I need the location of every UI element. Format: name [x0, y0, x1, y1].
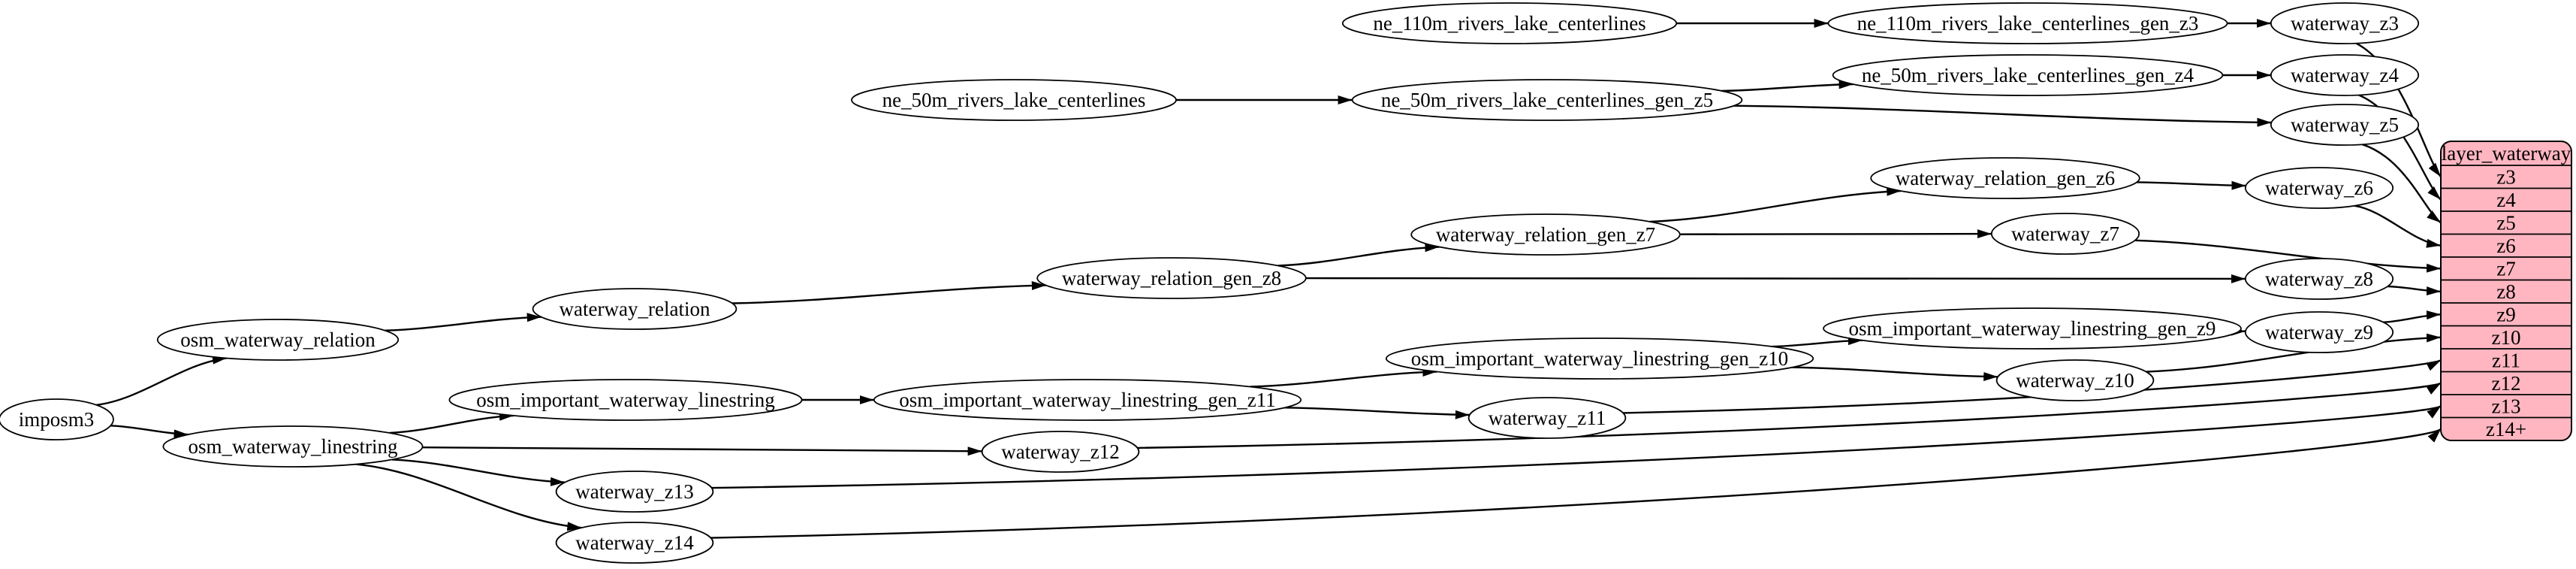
edge-waterway_relation-to-waterway_relation_gen_z8: [732, 286, 1046, 304]
node-label-osm_waterway_relation: osm_waterway_relation: [180, 328, 376, 351]
node-waterway_relation: waterway_relation: [533, 289, 737, 329]
node-label-imposm3: imposm3: [19, 408, 95, 431]
nodes: imposm3 osm_waterway_relation osm_waterway…: [0, 3, 2418, 563]
node-waterway_z9: waterway_z9: [2246, 312, 2393, 353]
node-label-osm_important_waterway_linestring_gen_z11: osm_important_waterway_linestring_gen_z1…: [899, 389, 1275, 411]
edge-osm_waterway_linestring-to-waterway_z14: [356, 465, 581, 528]
node-label-ne_50m_rivers_lake_centerlines: ne_50m_rivers_lake_centerlines: [882, 89, 1146, 111]
node-label-waterway_z4: waterway_z4: [2291, 64, 2399, 86]
node-waterway_z8: waterway_z8: [2246, 259, 2393, 299]
edge-imposm3-to-osm_waterway_relation: [96, 358, 227, 404]
node-waterway_z10: waterway_z10: [1997, 360, 2154, 401]
record-row-z13: z13: [2492, 395, 2521, 417]
node-osm_waterway_relation: osm_waterway_relation: [158, 319, 398, 360]
record-row-z11: z11: [2492, 349, 2520, 371]
node-waterway_z5: waterway_z5: [2271, 104, 2418, 145]
node-waterway_z7: waterway_z7: [1992, 213, 2139, 254]
edge-imposm3-to-osm_waterway_linestring: [110, 425, 188, 434]
node-label-ne_50m_rivers_lake_centerlines_gen_z4: ne_50m_rivers_lake_centerlines_gen_z4: [1862, 64, 2194, 86]
node-label-waterway_z3: waterway_z3: [2291, 12, 2399, 35]
node-label-waterway_relation_gen_z7: waterway_relation_gen_z7: [1436, 223, 1655, 246]
node-label-waterway_z12: waterway_z12: [1001, 440, 1119, 463]
node-label-waterway_z5: waterway_z5: [2291, 113, 2399, 136]
node-label-waterway_z13: waterway_z13: [575, 480, 693, 503]
edge-osm_important_waterway_linestring_gen_z11-to-osm_important_waterway_linestring_gen_z10: [1250, 372, 1437, 387]
edge-waterway_z6-to-layer_waterway.z6: [2354, 206, 2441, 246]
record-node-layer_waterway: layer_waterwayz3z4z5z6z7z8z9z10z11z12z13…: [2441, 141, 2571, 440]
node-ne_110m_rivers_lake_centerlines_gen_z3: ne_110m_rivers_lake_centerlines_gen_z3: [1828, 3, 2227, 44]
edge-ne_50m_rivers_lake_centerlines_gen_z5-to-ne_50m_rivers_lake_centerlines_gen_z4: [1721, 84, 1853, 91]
edge-waterway_z9-to-layer_waterway.z9: [2383, 314, 2441, 322]
node-waterway_z11: waterway_z11: [1469, 398, 1626, 438]
edge-osm_waterway_linestring-to-waterway_z12: [422, 447, 982, 451]
node-label-waterway_z9: waterway_z9: [2265, 321, 2373, 344]
node-label-osm_important_waterway_linestring: osm_important_waterway_linestring: [476, 389, 774, 411]
node-waterway_z13: waterway_z13: [557, 471, 713, 512]
node-waterway_z14: waterway_z14: [557, 522, 713, 563]
node-label-waterway_z7: waterway_z7: [2011, 222, 2119, 245]
node-waterway_relation_gen_z8: waterway_relation_gen_z8: [1037, 258, 1306, 298]
edge-osm_waterway_linestring-to-osm_important_waterway_linestring: [390, 416, 514, 433]
record-row-z5: z5: [2496, 211, 2515, 234]
record-title: layer_waterway: [2442, 142, 2571, 165]
node-waterway_z12: waterway_z12: [982, 431, 1139, 472]
node-label-waterway_relation_gen_z8: waterway_relation_gen_z8: [1062, 267, 1281, 289]
node-label-waterway_z11: waterway_z11: [1489, 407, 1606, 429]
edge-waterway_relation_gen_z7-to-waterway_z7: [1680, 234, 1992, 235]
node-osm_important_waterway_linestring_gen_z9: osm_important_waterway_linestring_gen_z9: [1823, 308, 2241, 349]
record-row-z4: z4: [2496, 189, 2516, 211]
edge-osm_important_waterway_linestring_gen_z11-to-waterway_z11: [1285, 407, 1470, 415]
edge-waterway_relation_gen_z6-to-waterway_z6: [2137, 182, 2246, 186]
edge-waterway_relation_gen_z8-to-waterway_relation_gen_z7: [1278, 247, 1440, 266]
node-label-waterway_relation_gen_z6: waterway_relation_gen_z6: [1896, 167, 2115, 189]
node-osm_important_waterway_linestring_gen_z11: osm_important_waterway_linestring_gen_z1…: [874, 380, 1301, 420]
node-label-osm_waterway_linestring: osm_waterway_linestring: [189, 435, 398, 458]
node-label-waterway_z10: waterway_z10: [2016, 369, 2134, 392]
node-label-waterway_relation: waterway_relation: [560, 298, 710, 320]
edge-waterway_z8-to-layer_waterway.z8: [2387, 286, 2441, 292]
record-row-z8: z8: [2496, 280, 2515, 303]
node-label-ne_110m_rivers_lake_centerlines: ne_110m_rivers_lake_centerlines: [1373, 12, 1645, 35]
node-waterway_z4: waterway_z4: [2271, 55, 2418, 95]
node-waterway_relation_gen_z7: waterway_relation_gen_z7: [1411, 214, 1680, 255]
node-label-waterway_z14: waterway_z14: [575, 531, 694, 554]
edge-osm_important_waterway_linestring_gen_z10-to-waterway_z10: [1792, 368, 1998, 377]
edge-osm_waterway_relation-to-waterway_relation: [385, 317, 541, 331]
node-ne_50m_rivers_lake_centerlines_gen_z4: ne_50m_rivers_lake_centerlines_gen_z4: [1833, 55, 2223, 95]
node-osm_waterway_linestring: osm_waterway_linestring: [163, 426, 422, 467]
node-label-ne_110m_rivers_lake_centerlines_gen_z3: ne_110m_rivers_lake_centerlines_gen_z3: [1857, 12, 2199, 35]
node-ne_50m_rivers_lake_centerlines: ne_50m_rivers_lake_centerlines: [852, 80, 1176, 120]
record-row-z10: z10: [2492, 326, 2521, 349]
edge-osm_waterway_linestring-to-waterway_z13: [392, 459, 565, 482]
node-label-osm_important_waterway_linestring_gen_z10: osm_important_waterway_linestring_gen_z1…: [1411, 347, 1788, 370]
edge-waterway_z12-to-layer_waterway.z12: [1138, 383, 2442, 448]
record-row-z14+: z14+: [2486, 418, 2526, 440]
node-waterway_z6: waterway_z6: [2246, 168, 2393, 208]
edge-waterway_relation_gen_z8-to-waterway_z8: [1306, 278, 2246, 279]
node-osm_important_waterway_linestring_gen_z10: osm_important_waterway_linestring_gen_z1…: [1386, 338, 1813, 379]
record-row-z9: z9: [2496, 303, 2515, 325]
node-label-waterway_z6: waterway_z6: [2265, 177, 2373, 199]
node-osm_important_waterway_linestring: osm_important_waterway_linestring: [449, 380, 801, 420]
node-ne_110m_rivers_lake_centerlines: ne_110m_rivers_lake_centerlines: [1343, 3, 1676, 44]
node-ne_50m_rivers_lake_centerlines_gen_z5: ne_50m_rivers_lake_centerlines_gen_z5: [1353, 80, 1742, 120]
node-label-waterway_z8: waterway_z8: [2265, 268, 2373, 290]
edge-ne_50m_rivers_lake_centerlines_gen_z5-to-waterway_z5: [1734, 106, 2272, 123]
edge-waterway_relation_gen_z7-to-waterway_relation_gen_z6: [1650, 191, 1901, 222]
record-row-z3: z3: [2496, 165, 2515, 188]
node-waterway_relation_gen_z6: waterway_relation_gen_z6: [1871, 158, 2140, 198]
record-row-z7: z7: [2496, 257, 2515, 280]
record-row-z12: z12: [2492, 372, 2521, 395]
node-imposm3: imposm3: [0, 399, 113, 440]
node-label-osm_important_waterway_linestring_gen_z9: osm_important_waterway_linestring_gen_z9: [1849, 317, 2216, 340]
record-row-z6: z6: [2496, 235, 2515, 257]
node-waterway_z3: waterway_z3: [2271, 3, 2418, 44]
edge-osm_important_waterway_linestring_gen_z10-to-osm_important_waterway_linestring_gen_z9: [1772, 340, 1863, 347]
node-label-ne_50m_rivers_lake_centerlines_gen_z5: ne_50m_rivers_lake_centerlines_gen_z5: [1381, 89, 1713, 111]
